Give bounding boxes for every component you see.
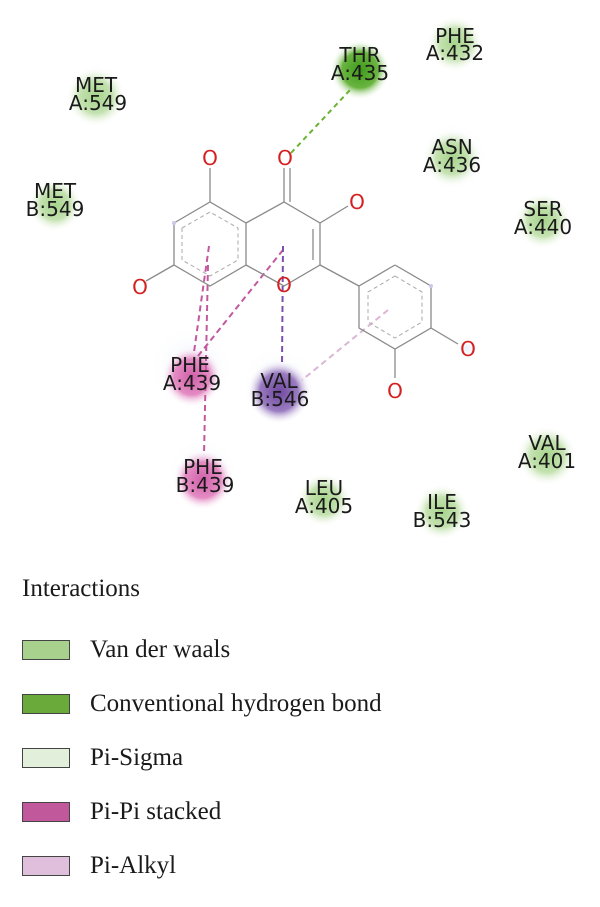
residue-ile-b543-name: ILE: [427, 490, 457, 514]
h-marker-2: [429, 284, 433, 288]
legend-label: Van der waals: [90, 636, 231, 663]
residue-val-b546-id: B:546: [251, 387, 310, 411]
bond-o3: [319, 205, 349, 224]
residue-ser-a440-id: A:440: [514, 215, 572, 239]
legend-item-pi-alkyl: Pi-Alkyl: [22, 839, 582, 893]
disc-met-b549: [28, 178, 82, 232]
legend-item-pi-pi-stacked: Pi-Pi stacked: [22, 785, 582, 839]
disc-phe-a439: [162, 347, 222, 407]
pipi-line-2: [197, 249, 284, 357]
ring-b: [358, 264, 432, 350]
bond-o4p: [430, 327, 459, 345]
bond-o7: [145, 264, 175, 282]
residue-leu-a405-name: LEU: [305, 476, 343, 500]
legend-label: Pi-Pi stacked: [90, 798, 222, 825]
residue-asn-a436-id: A:436: [423, 153, 481, 177]
disc-val-a401: [517, 426, 577, 486]
residue-asn-a436-name: ASN: [431, 135, 472, 159]
disc-phe-a432: [427, 16, 483, 72]
legend-title: Interactions: [22, 575, 141, 602]
legend-swatch: [22, 856, 70, 876]
residue-phe-a432-name: PHE: [435, 24, 475, 48]
residue-val-a401-id: A:401: [518, 449, 576, 473]
oxygen-atoms: O O O O O O O: [132, 146, 476, 403]
legend-item-pi-sigma: Pi-Sigma: [22, 731, 582, 785]
disc-phe-b439: [173, 450, 233, 510]
disc-ser-a440: [515, 193, 571, 249]
residue-leu-a405-id: A:405: [295, 494, 353, 518]
h-marker-1: [172, 221, 176, 225]
pialkyl-line: [301, 309, 389, 381]
disc-leu-a405: [297, 473, 351, 527]
interaction-diagram: O O O O O O O MET A:549 MET B:549 THR A:…: [26, 16, 577, 540]
residue-val-b546-name: VAL: [260, 369, 298, 393]
atom-o1: O: [276, 273, 292, 297]
atom-o4: O: [277, 146, 293, 170]
legend-label: Pi-Sigma: [90, 744, 184, 771]
ligand: [145, 168, 459, 378]
ring-c: [245, 201, 321, 287]
disc-met-a549: [66, 67, 126, 127]
pipi-line-1: [193, 245, 210, 353]
residue-val-a401-name: VAL: [528, 431, 566, 455]
interaction-lines: [193, 89, 389, 456]
residue-met-b549-name: MET: [34, 179, 77, 203]
atom-o3p: O: [387, 379, 403, 403]
disc-asn-a436: [423, 129, 481, 187]
ring-a-aromatic: [181, 211, 239, 277]
residue-phe-a432-id: A:432: [426, 41, 484, 65]
residue-labels: MET A:549 MET B:549 THR A:435 PHE A:432 …: [26, 24, 576, 532]
legend-label: Pi-Alkyl: [90, 852, 177, 879]
atom-o3: O: [349, 190, 365, 214]
legend: Interactions Van der waals Conventional …: [22, 575, 582, 893]
residue-met-a549-id: A:549: [69, 91, 127, 115]
residue-met-a549-name: MET: [75, 73, 118, 97]
residue-ser-a440-name: SER: [523, 197, 562, 221]
ring-b-aromatic: [367, 275, 423, 339]
residue-phe-b439-id: B:439: [176, 473, 235, 497]
legend-swatch: [22, 802, 70, 822]
atom-o4p: O: [460, 337, 476, 361]
legend-swatch: [22, 640, 70, 660]
bond-c2-c1p: [319, 264, 360, 287]
residue-thr-a435-id: A:435: [331, 61, 389, 85]
disc-thr-a435: [330, 40, 390, 100]
residue-thr-a435-name: THR: [338, 43, 380, 67]
legend-swatch: [22, 694, 70, 714]
pisigma-line: [281, 245, 284, 366]
hbond-line-thr-a435: [290, 89, 351, 154]
pipi-line-3: [203, 264, 209, 456]
disc-ile-b543: [414, 484, 470, 540]
ring-a: [173, 201, 247, 287]
halo-o: [455, 336, 479, 360]
residue-phe-a439-name: PHE: [170, 353, 210, 377]
disc-val-b546: [247, 360, 311, 424]
legend-label: Conventional hydrogen bond: [90, 690, 382, 717]
residue-discs: [28, 16, 577, 540]
legend-item-van-der-waals: Van der waals: [22, 623, 582, 677]
legend-item-hydrogen-bond: Conventional hydrogen bond: [22, 677, 582, 731]
residue-phe-b439-name: PHE: [183, 455, 223, 479]
residue-ile-b543-id: B:543: [413, 508, 472, 532]
atom-o5: O: [202, 146, 218, 170]
residue-phe-a439-id: A:439: [163, 371, 221, 395]
residue-met-b549-id: B:549: [26, 197, 85, 221]
atom-o7: O: [132, 275, 148, 299]
legend-swatch: [22, 748, 70, 768]
